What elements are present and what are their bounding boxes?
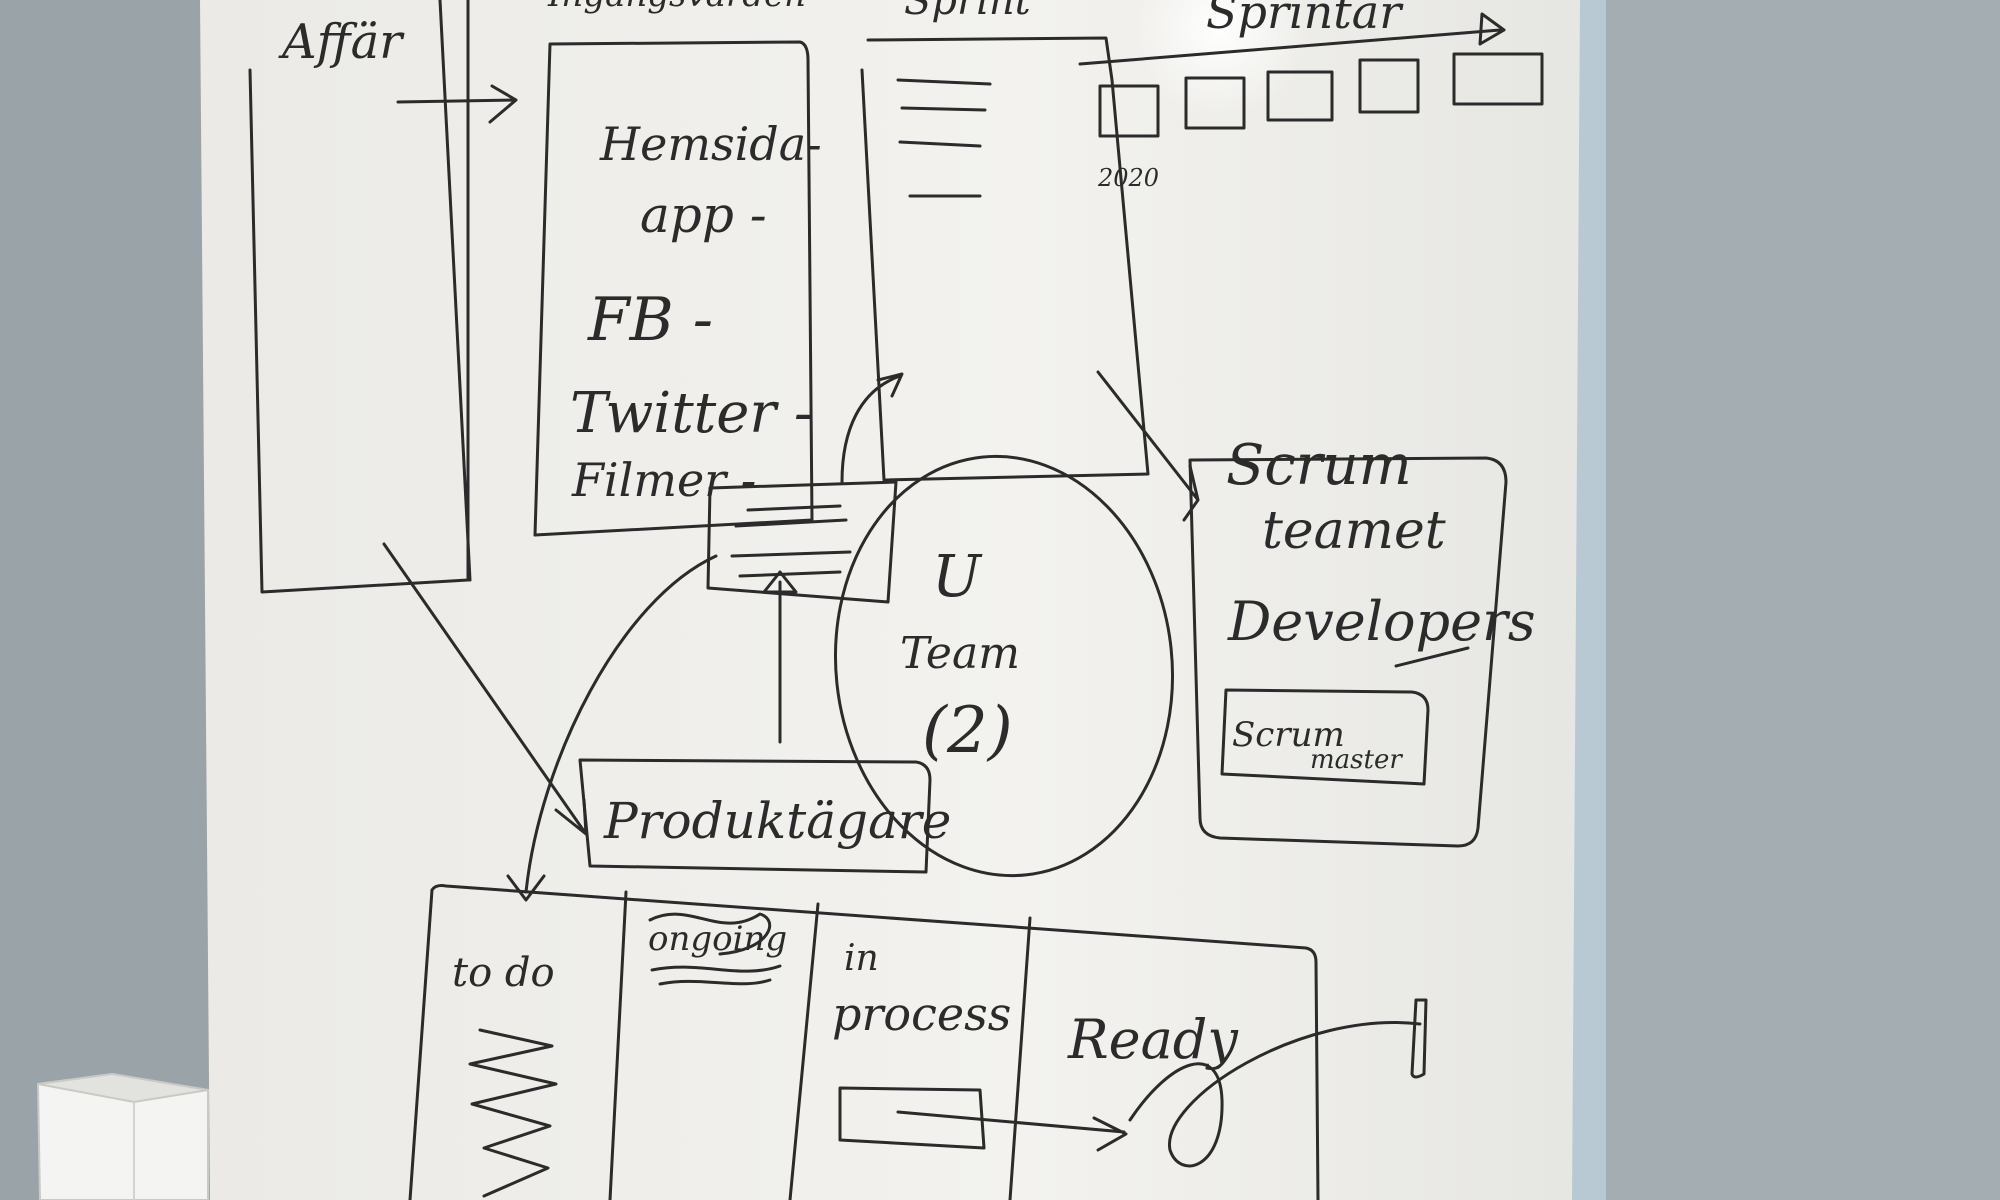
inputs-box [533, 40, 814, 537]
marker-holder [36, 1072, 209, 1200]
sprint-lines [896, 78, 992, 198]
wall-right [1600, 0, 2000, 1200]
done-marker [1410, 998, 1428, 1079]
sprint-square-2 [1184, 76, 1246, 130]
product-owner-box [578, 758, 932, 874]
scrum-team-box [1188, 456, 1508, 848]
developers-label: Developers [1227, 590, 1536, 653]
circle-count: (2) [922, 694, 1013, 768]
ready-loop-arrow [1128, 1021, 1422, 1168]
backlog-note-lines [730, 504, 852, 578]
input-item-2: app - [640, 186, 767, 244]
circle-u: U [932, 542, 983, 610]
input-item-1: Hemsida- [599, 117, 822, 171]
sprint-square-4 [1358, 58, 1420, 114]
product-owner-label: Produktägare [603, 792, 951, 850]
affar-label: Affär [278, 14, 405, 70]
sprint-header: Sprint [904, 0, 1032, 24]
scrum-master-label-1: Scrum [1232, 715, 1345, 755]
scrum-master-box [1220, 688, 1430, 786]
input-item-5: Filmer - [571, 453, 756, 507]
scrum-master-label-2: master [1310, 745, 1403, 775]
sprint-to-scrum-arrow [1096, 370, 1200, 522]
input-item-3: FB - [587, 285, 713, 355]
kanban-col-2 [788, 902, 820, 1200]
backlog-to-todo-curve [506, 554, 718, 902]
sprint-square-5 [1452, 52, 1544, 106]
kanban-board [408, 884, 1320, 1200]
kanban-in: in [844, 938, 879, 979]
sprint-square-3 [1266, 70, 1334, 122]
circle-team: Team [900, 628, 1020, 679]
kanban-col-1 [608, 890, 628, 1200]
developers-underline [1394, 646, 1470, 668]
light-glare [1130, 0, 1310, 118]
year-label: 2020 [1097, 164, 1159, 192]
sprints-header: Sprintar [1206, 0, 1404, 39]
card-to-ready-arrow [896, 1110, 1128, 1152]
affar-right-edge [438, 0, 472, 582]
sprints-arrow [1078, 12, 1506, 66]
in-process-card [838, 1086, 986, 1150]
kanban-ready: Ready [1067, 1008, 1239, 1071]
scrum-team-label-2: teamet [1262, 501, 1446, 561]
kanban-col-3 [1008, 916, 1032, 1200]
sprint-box [860, 36, 1150, 482]
input-item-4: Twitter - [570, 381, 813, 446]
crossed-scribble [648, 912, 782, 986]
dev-team-circle [833, 454, 1175, 878]
sprint-square-1 [1098, 84, 1160, 138]
kanban-process: process [832, 987, 1011, 1041]
kanban-crossed: ongoing [648, 919, 787, 959]
whiteboard [200, 0, 1580, 1200]
kanban-todo: to do [452, 950, 555, 996]
backlog-to-sprint-curve [840, 372, 904, 484]
affar-to-inputs-arrow [396, 84, 518, 124]
po-to-backlog-arrow [762, 570, 798, 744]
affar-box [248, 0, 470, 594]
inputs-header: Ingångsvärden [547, 0, 806, 15]
todo-squiggle [468, 1028, 558, 1198]
scrum-team-label-1: Scrum [1226, 433, 1412, 498]
backlog-note [706, 480, 898, 604]
